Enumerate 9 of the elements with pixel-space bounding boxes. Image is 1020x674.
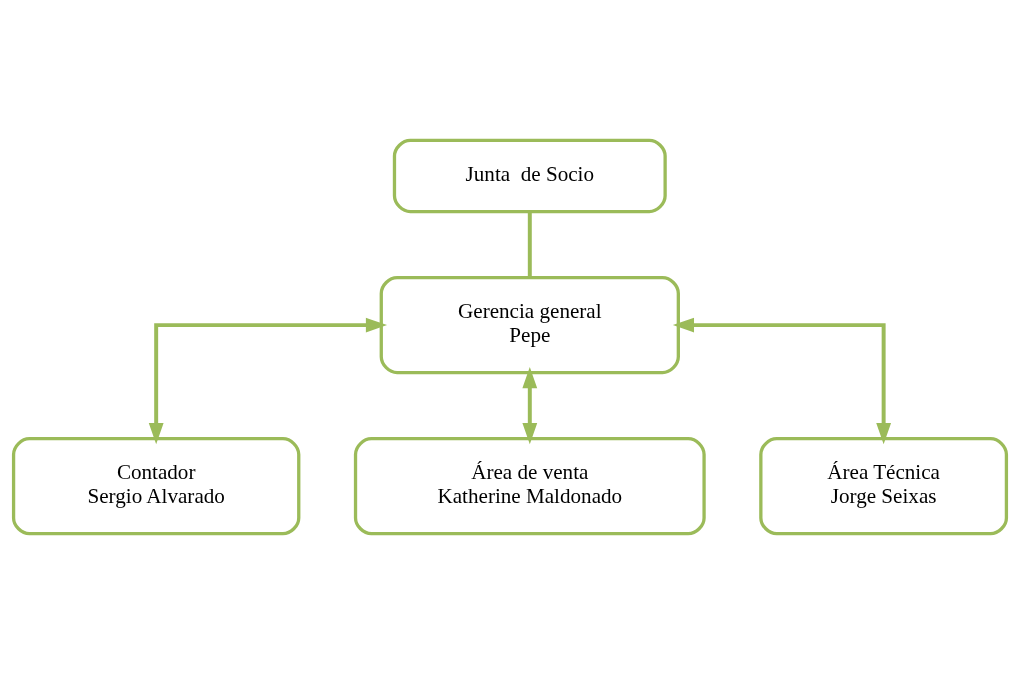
arrow	[522, 367, 538, 445]
node-box: Junta de Socio	[392, 138, 667, 214]
node-box: Área Técnica Jorge Seixas	[759, 437, 1009, 536]
arrow	[672, 317, 892, 445]
node-box: Contador Sergio Alvarado	[11, 437, 301, 536]
node-box: Área de venta Katherine Maldonado	[353, 437, 706, 536]
connector	[527, 211, 532, 278]
arrow	[148, 317, 388, 445]
node-box: Gerencia general Pepe	[379, 275, 680, 375]
